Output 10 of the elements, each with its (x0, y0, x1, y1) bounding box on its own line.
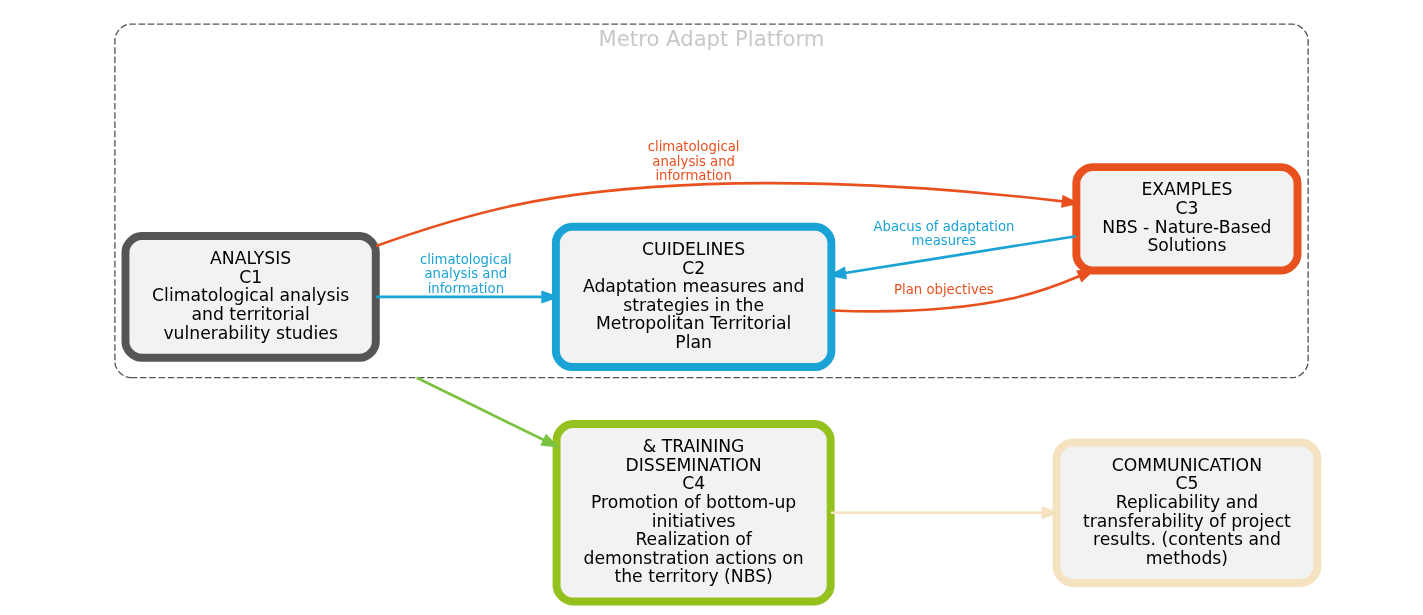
edge-label: climatological analysis and information (419, 251, 512, 296)
edge-label: climatological analysis and information (647, 139, 740, 184)
edge-label: Abacus of adaptation measures (873, 218, 1015, 249)
node-box: ANALYSIS C1 Climatological analysis and territorial vulnerability studies (121, 232, 380, 362)
node-box: COMMUNICATION C5 Replicability and transferability of project results. (contents and methods) (1052, 438, 1322, 587)
arrow (416, 376, 560, 448)
edge-label: Plan objectives (894, 282, 994, 298)
node-box: CUIDELINES C2 Adaptation measures and strategies in the Metropolitan Territorial Plan (551, 222, 836, 372)
node-box: & TRAINING DISSEMINATION C4 Promotion of bottom-up initiatives Realization of demonstration actions on the territory (NBS) (552, 420, 835, 606)
node-box: EXAMPLES C3 NBS - Nature-Based Solutions (1072, 163, 1302, 275)
